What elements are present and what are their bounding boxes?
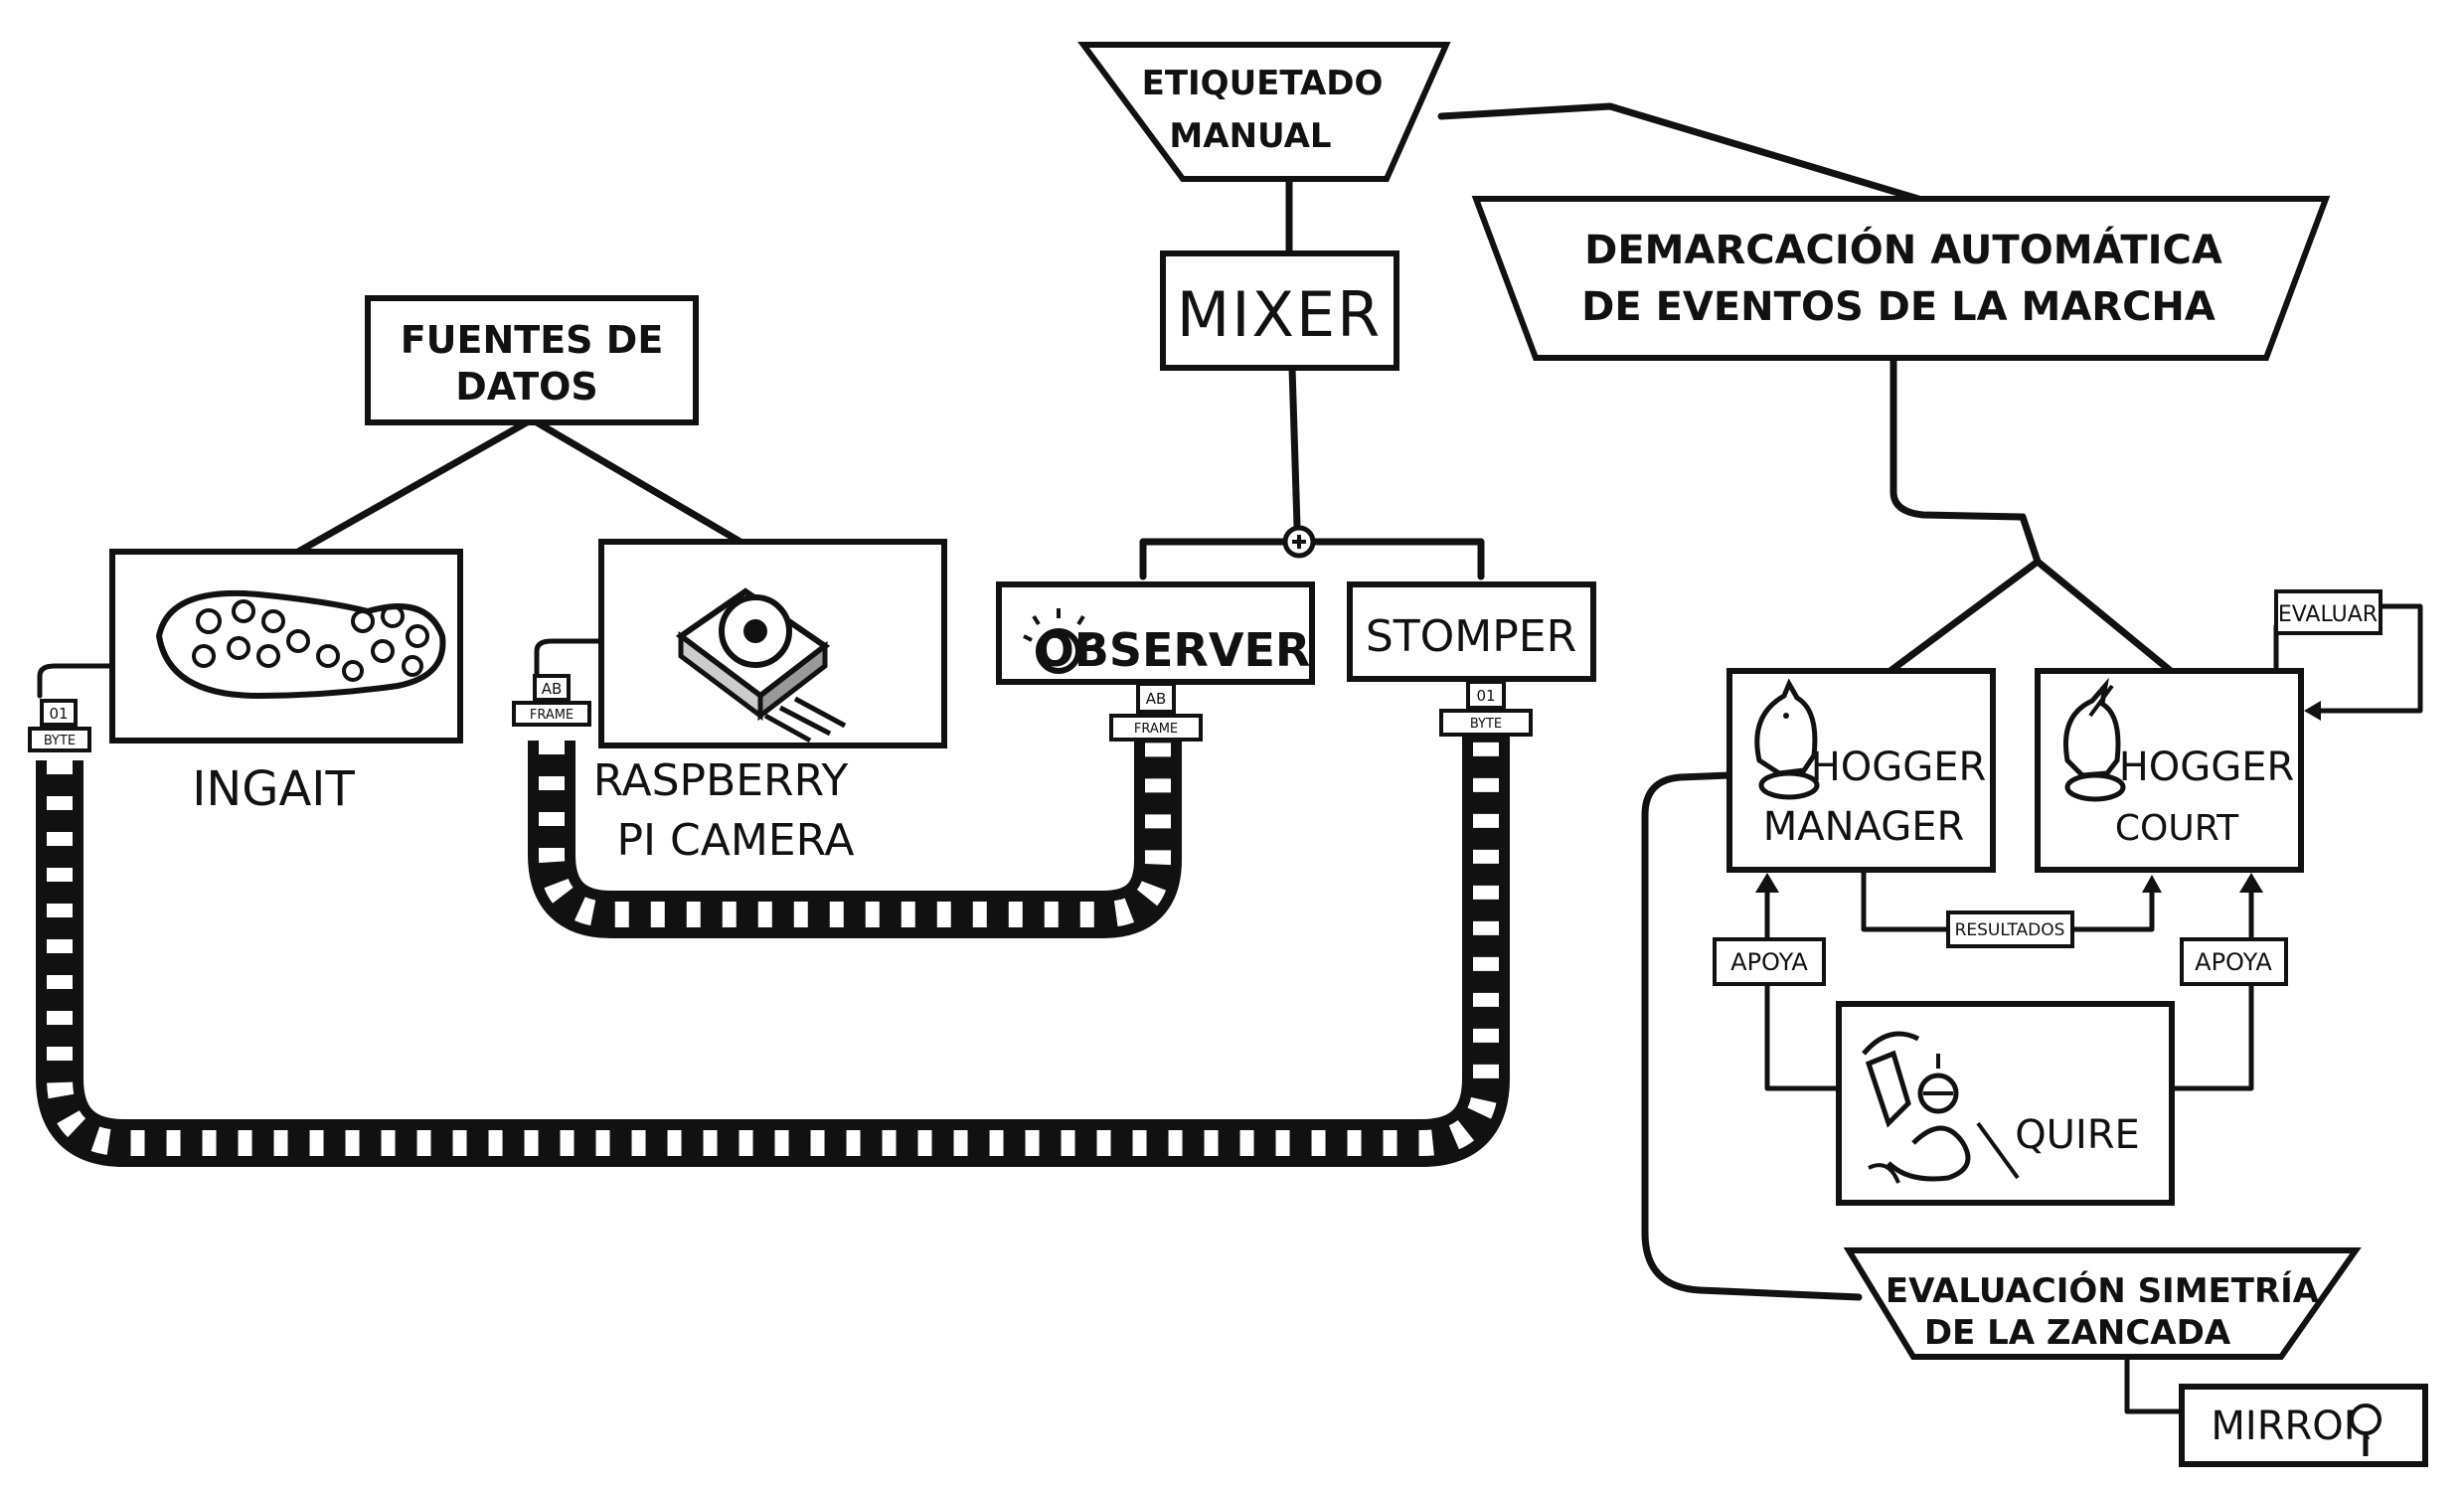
connector-stomper-top: 01 — [1476, 687, 1495, 705]
demarcacion-line1: DEMARCACIÓN AUTOMÁTICA — [1584, 226, 2222, 273]
line-fork-court — [2034, 558, 2181, 680]
line-fork-manager — [1880, 558, 2042, 680]
stomper-label: STOMPER — [1366, 611, 1576, 662]
evaluacion-line2: DE LA ZANCADA — [1924, 1313, 2231, 1353]
connector-stomper-bottom: BYTE — [1470, 717, 1502, 732]
mixer-label: MIXER — [1177, 278, 1383, 351]
raspberry-observer-cable — [528, 741, 1182, 938]
evaluacion-line1: EVALUACIÓN SIMETRÍA — [1886, 1270, 2320, 1311]
line-demarcacion-fork — [1889, 354, 2042, 566]
mirror-label: MIRROR — [2211, 1404, 2371, 1449]
fuentes-line1: FUENTES DE — [401, 318, 664, 362]
ingait-node — [109, 549, 463, 744]
observer-node: OBSERVER — [996, 581, 1315, 685]
line-manager-evaluacion — [1641, 771, 1863, 1301]
connector-observer: AB FRAME — [1109, 682, 1203, 742]
stomper-node: STOMPER — [1347, 581, 1596, 682]
camera-module-icon — [675, 587, 847, 744]
observer-label: OBSERVER — [1036, 623, 1311, 677]
connector-raspberry-bottom: FRAME — [530, 708, 574, 723]
raspberry-lead — [534, 638, 609, 699]
line-fuentes-ingait — [294, 418, 531, 556]
evaluar-label: EVALUAR — [2278, 602, 2378, 627]
hogger-manager-line2: MANAGER — [1763, 804, 1965, 850]
etiquetado-line2: MANUAL — [1169, 116, 1331, 156]
fuentes-de-datos-node: FUENTES DE DATOS — [365, 295, 699, 425]
ingait-stomper-cable — [36, 736, 1510, 1167]
connector-stomper: 01 BYTE — [1439, 680, 1533, 737]
demarcacion-node: DEMARCACIÓN AUTOMÁTICA DE EVENTOS DE LA … — [1471, 196, 2331, 361]
hand-mirror-icon — [2350, 1404, 2382, 1456]
evaluacion-simetria-node: EVALUACIÓN SIMETRÍA DE LA ZANCADA — [1843, 1247, 2362, 1360]
apoya-left-node: APOYA — [1713, 937, 1826, 986]
evaluar-arrow — [2304, 701, 2321, 721]
mixer-node: MIXER — [1160, 250, 1399, 371]
hogger-court-node: HOGGER COURT — [2035, 668, 2304, 873]
resultados-arrow — [2142, 875, 2162, 893]
hogger-court-line1: HOGGER — [2119, 744, 2295, 790]
line-resultados-right — [2069, 882, 2155, 932]
unicorn-icon — [2062, 677, 2126, 802]
apoya-left-arrow — [1755, 873, 1779, 893]
connector-observer-top: AB — [1146, 690, 1167, 708]
connector-raspberry-top: AB — [542, 680, 563, 698]
apoya-right-node: APOYA — [2180, 937, 2288, 986]
mixer-junction — [1282, 525, 1316, 559]
squire-label: QUIRE — [2015, 1112, 2140, 1158]
etiquetado-line1: ETIQUETADO — [1142, 64, 1384, 103]
line-etiquetado-demarcacion — [1437, 102, 1922, 203]
plus-circle-icon — [1292, 535, 1306, 549]
line-fuentes-raspberry — [533, 418, 749, 549]
ingait-lead — [37, 663, 117, 699]
resultados-label: RESULTADOS — [1955, 920, 2065, 940]
chess-knight-icon — [1754, 678, 1820, 800]
raspberry-node — [598, 539, 947, 748]
insole-sensor-icon — [155, 589, 446, 700]
apoya-left-label: APOYA — [1730, 948, 1808, 976]
mirror-node: MIRROR — [2179, 1384, 2428, 1467]
connector-ingait-bottom: BYTE — [44, 734, 76, 748]
resultados-node: RESULTADOS — [1946, 910, 2074, 948]
evaluar-node: EVALUAR — [2274, 589, 2382, 635]
fuentes-line2: DATOS — [455, 365, 598, 409]
hogger-manager-line1: HOGGER — [1811, 744, 1987, 790]
line-apoya-left — [1764, 882, 1842, 1091]
apoya-right-arrow — [2239, 873, 2263, 893]
squire-node: QUIRE — [1836, 1001, 2175, 1206]
knight-with-sword-icon — [1862, 1031, 2020, 1184]
line-evaluacion-mirror — [2124, 1354, 2185, 1414]
line-apoya-right — [2169, 882, 2254, 1091]
hogger-manager-node: HOGGER MANAGER — [1726, 668, 1996, 873]
line-evaluar-right — [2308, 603, 2423, 714]
apoya-right-label: APOYA — [2195, 948, 2272, 976]
line-resultados-left — [1861, 867, 1951, 932]
connector-raspberry: AB FRAME — [512, 674, 591, 727]
demarcacion-line2: DE EVENTOS DE LA MARCHA — [1581, 284, 2216, 330]
raspberry-line2: PI CAMERA — [617, 815, 855, 866]
ingait-label: INGAIT — [192, 761, 355, 817]
connector-observer-bottom: FRAME — [1134, 722, 1178, 737]
connector-ingait: 01 BYTE — [28, 699, 91, 752]
line-mixer-junction — [1288, 364, 1301, 531]
hogger-court-line2: COURT — [2115, 808, 2239, 849]
etiquetado-manual-node: ETIQUETADO MANUAL — [1077, 42, 1451, 182]
connector-ingait-top: 01 — [49, 705, 68, 723]
raspberry-line1: RASPBERRY — [593, 755, 849, 806]
eye-icon — [1023, 608, 1094, 674]
